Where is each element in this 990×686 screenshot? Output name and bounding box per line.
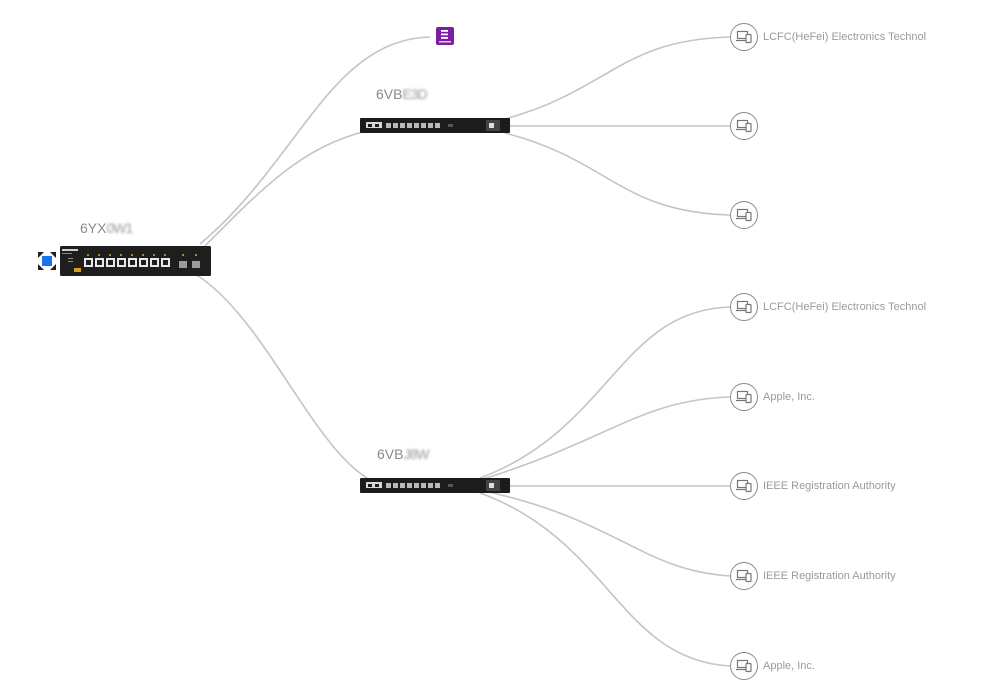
- switch-a-device[interactable]: [360, 118, 510, 133]
- laptop-phone-icon: [730, 293, 758, 321]
- client-node-3[interactable]: [730, 201, 763, 229]
- link-switch-a-client-1: [504, 36, 731, 120]
- link-switch-b-client-4: [479, 306, 731, 479]
- client-node-7[interactable]: IEEE Registration Authority: [730, 562, 896, 590]
- switch-a-label: 6VBE3D: [376, 86, 428, 102]
- root-switch-label: 6YX0W1: [80, 220, 133, 236]
- client-label-4: LCFC(HeFei) Electronics Technol: [763, 301, 927, 313]
- laptop-phone-icon: [730, 383, 758, 411]
- client-label-1: LCFC(HeFei) Electronics Technol: [763, 31, 927, 43]
- laptop-phone-icon: [730, 472, 758, 500]
- link-switch-b-client-7: [479, 489, 731, 577]
- root-switch-device[interactable]: [60, 246, 211, 276]
- client-node-6[interactable]: IEEE Registration Authority: [730, 472, 896, 500]
- client-node-5[interactable]: Apple, Inc.: [730, 383, 815, 411]
- switch-a-label-obscured: E3D: [402, 86, 427, 102]
- client-node-4[interactable]: LCFC(HeFei) Electronics Technol: [730, 293, 926, 321]
- switch-b-label-obscured: J8W: [403, 446, 429, 462]
- router-switch-icon[interactable]: [37, 251, 57, 271]
- link-root-switch-a: [204, 126, 386, 247]
- client-label-8: Apple, Inc.: [763, 660, 815, 672]
- laptop-phone-icon: [730, 201, 758, 229]
- switch-b-device[interactable]: [360, 478, 510, 493]
- client-label-7: IEEE Registration Authority: [763, 570, 896, 582]
- client-label-5: Apple, Inc.: [763, 391, 815, 403]
- switch-b-label: 6VBJ8W: [377, 446, 429, 462]
- link-switch-b-client-8: [479, 492, 731, 667]
- root-switch-label-obscured: 0W1: [106, 220, 133, 236]
- laptop-phone-icon: [730, 23, 758, 51]
- client-node-2[interactable]: [730, 112, 763, 140]
- link-switch-a-client-3: [504, 132, 731, 216]
- laptop-phone-icon: [730, 112, 758, 140]
- wireless-ap-icon[interactable]: [436, 27, 454, 45]
- client-label-6: IEEE Registration Authority: [763, 480, 896, 492]
- client-node-8[interactable]: Apple, Inc.: [730, 652, 815, 680]
- laptop-phone-icon: [730, 652, 758, 680]
- link-root-ap: [199, 36, 431, 245]
- link-root-switch-b: [194, 273, 386, 487]
- client-node-1[interactable]: LCFC(HeFei) Electronics Technol: [730, 23, 926, 51]
- link-switch-b-client-5: [479, 396, 731, 481]
- laptop-phone-icon: [730, 562, 758, 590]
